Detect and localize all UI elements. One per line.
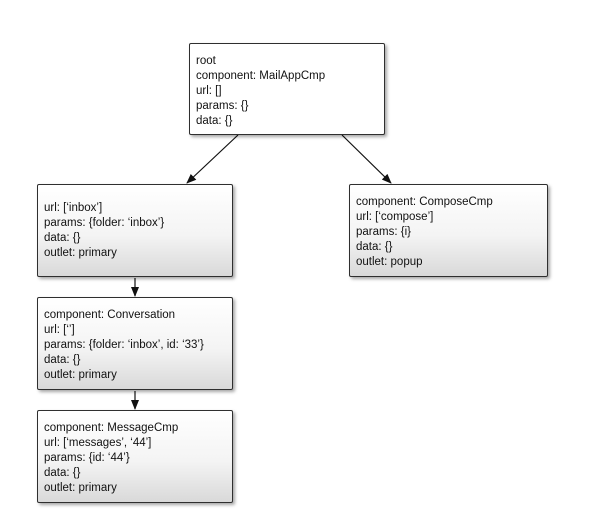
node-compose-line-2: url: [‘compose’] [356, 211, 434, 223]
node-compose-line-3: params: {i} [356, 226, 411, 238]
node-root-line-1: root [196, 55, 216, 67]
edge-root-to-inbox [186, 134, 239, 184]
node-message: component: MessageCmp url: [‘messages’, … [37, 410, 233, 503]
node-compose-line-5: outlet: popup [356, 256, 423, 268]
node-message-line-2: url: [‘messages’, ‘44’] [44, 437, 152, 449]
node-compose-line-4: data: {} [356, 241, 393, 253]
node-message-line-1: component: MessageCmp [44, 422, 179, 434]
node-root-line-5: data: {} [196, 115, 233, 127]
edge-root-to-compose [341, 134, 392, 184]
node-conversation-line-3: params: {folder: ‘inbox’, id: ‘33’} [44, 339, 204, 351]
node-inbox-line-2: params: {folder: ‘inbox’} [44, 217, 165, 229]
node-root-line-2: component: MailAppCmp [196, 70, 326, 82]
node-message-line-3: params: {id: ‘44’} [44, 452, 130, 464]
node-inbox-line-4: outlet: primary [44, 247, 117, 259]
node-conversation-line-5: outlet: primary [44, 369, 117, 381]
node-message-line-5: outlet: primary [44, 482, 117, 494]
node-conversation-line-1: component: Conversation [44, 309, 176, 321]
node-root-line-4: params: {} [196, 100, 249, 112]
node-conversation: component: Conversation url: [‘’] params… [37, 297, 233, 390]
node-compose: component: ComposeCmp url: [‘compose’] p… [349, 184, 548, 277]
node-message-line-4: data: {} [44, 467, 81, 479]
node-compose-line-1: component: ComposeCmp [356, 196, 493, 208]
node-root: root component: MailAppCmp url: [] param… [189, 43, 385, 135]
node-conversation-line-2: url: [‘’] [44, 324, 75, 336]
node-inbox-line-3: data: {} [44, 232, 81, 244]
node-root-line-3: url: [] [196, 85, 222, 97]
node-conversation-line-4: data: {} [44, 354, 81, 366]
node-inbox-line-1: url: [‘inbox’] [44, 202, 103, 214]
node-inbox: url: [‘inbox’] params: {folder: ‘inbox’}… [37, 184, 233, 277]
